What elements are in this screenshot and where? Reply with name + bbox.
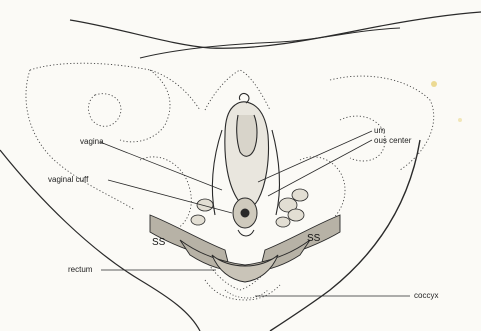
label-vagina: vagina	[80, 138, 104, 146]
label-ss-right: SS	[307, 234, 320, 244]
perineal-body-leader	[268, 140, 372, 196]
label-ss-left: SS	[152, 238, 165, 248]
perineum-leader	[258, 131, 372, 182]
label-vaginal-cuff: vaginal cuff	[48, 176, 88, 184]
label-perineum-partial: um	[374, 127, 385, 135]
vaginal-cuff-shape	[233, 198, 257, 236]
label-coccyx: coccyx	[414, 292, 438, 300]
paper-stains	[431, 81, 462, 122]
label-rectum: rectum	[68, 266, 92, 274]
coccyx-dots	[225, 290, 268, 298]
vagina-structure	[212, 93, 279, 215]
upper-body-contour	[70, 12, 481, 48]
vaginal-cuff-leader	[108, 180, 232, 213]
right-buttock-contour	[270, 140, 420, 331]
label-perineal-body-partial: ous center	[374, 137, 411, 145]
